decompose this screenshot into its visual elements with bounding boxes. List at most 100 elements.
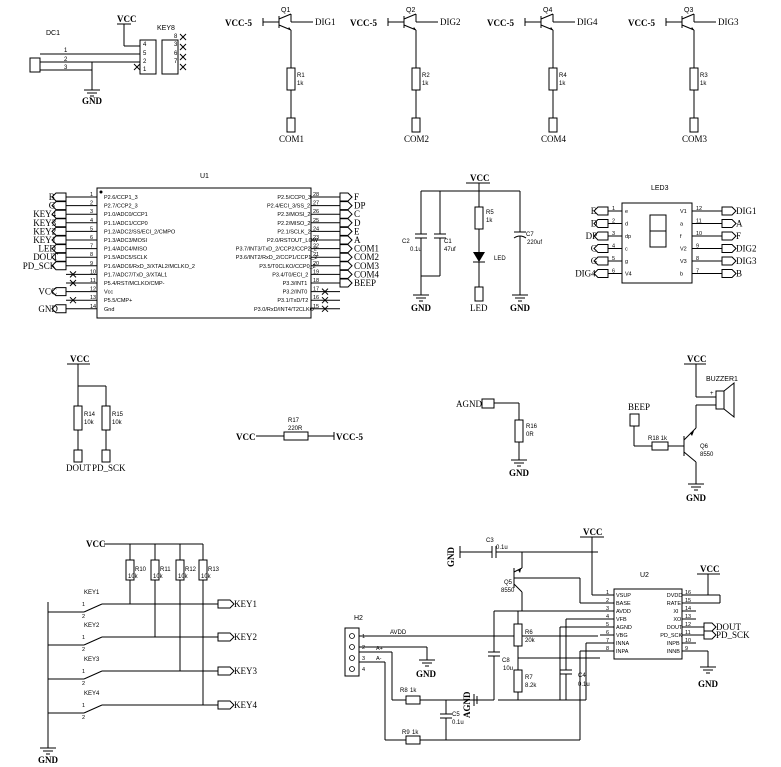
key-net-label: KEY4 bbox=[234, 700, 257, 710]
u1-left-pin-name: P2.6/CCP1_3 bbox=[104, 195, 138, 201]
c8-ref: C8 bbox=[502, 658, 510, 664]
svg-text:1: 1 bbox=[82, 669, 85, 675]
u1-right-pin-name: P3.5/T0CLKO/CCP0_2 bbox=[259, 264, 316, 270]
led3-right-net: B bbox=[736, 269, 742, 279]
c2-val: 0.1u bbox=[410, 247, 422, 253]
led3-left-net: DP bbox=[586, 231, 598, 241]
u1-right-net: COM3 bbox=[354, 261, 380, 271]
u1-left-net: VCC bbox=[38, 287, 57, 297]
u1-right-pin-num: 20 bbox=[313, 261, 319, 267]
u2-right-pin-num: 13 bbox=[685, 614, 691, 620]
h2-ref: H2 bbox=[354, 615, 363, 622]
base-resistor bbox=[286, 67, 296, 91]
pdsck-net-label: PD_SCK bbox=[92, 463, 126, 473]
resistor-ref: R2 bbox=[422, 73, 430, 79]
u1-right-pin-num: 25 bbox=[313, 218, 319, 224]
gnd-label-c3: GND bbox=[446, 547, 456, 568]
u1-left-pin-num: 3 bbox=[90, 209, 93, 215]
base-net-label: VCC-5 bbox=[487, 18, 514, 28]
resistor-val: 1k bbox=[700, 81, 707, 87]
u1-left-pin-name: P5.4/RST/MCLKO/CMP- bbox=[104, 281, 165, 287]
c5-ref: C5 bbox=[452, 712, 460, 718]
key-switch-ref: KEY4 bbox=[84, 691, 100, 697]
u1-left-pin-num: 12 bbox=[90, 287, 96, 293]
r14-resistor bbox=[73, 405, 83, 431]
led3-left-net: G bbox=[591, 256, 598, 266]
npn-icon bbox=[691, 27, 694, 30]
led3-body bbox=[621, 202, 693, 284]
key-switch-ref: KEY2 bbox=[84, 623, 100, 629]
u1-body bbox=[96, 187, 312, 319]
led-ref: LED bbox=[494, 256, 506, 262]
led-diode-icon bbox=[473, 252, 485, 262]
key-resistor-ref: R13 bbox=[208, 567, 220, 573]
u1-left-pin-name: Gnd bbox=[104, 307, 114, 313]
u2-left-pin-num: 2 bbox=[606, 598, 609, 604]
u1-left-pin-num: 14 bbox=[90, 304, 96, 310]
key8-ref: KEY8 bbox=[157, 25, 175, 32]
led3-left-pin-name: dp bbox=[625, 234, 631, 240]
r18-resistor bbox=[651, 441, 669, 451]
agnd-net-label: AGND bbox=[456, 399, 482, 409]
r5-ref: R5 bbox=[486, 210, 494, 216]
svg-text:2: 2 bbox=[362, 645, 365, 651]
q6-ref: Q6 bbox=[700, 444, 709, 450]
u1-right-pin-num: 18 bbox=[313, 278, 319, 284]
led3-right-net: A bbox=[736, 219, 743, 229]
led3-left-net: C bbox=[591, 244, 597, 254]
led3-left-pin-name: c bbox=[625, 247, 628, 253]
gnd-label-keys: GND bbox=[38, 755, 59, 765]
key8-pin8: 8 bbox=[174, 34, 178, 40]
r5-val: 1k bbox=[486, 218, 493, 224]
base-resistor bbox=[689, 67, 699, 91]
a-plus-label: A+ bbox=[376, 646, 383, 652]
u1-right-pin-name: P3.0/RxD/INT4/T2CLKO bbox=[254, 307, 315, 313]
resistor-val: 1k bbox=[559, 81, 566, 87]
q5-pnp-icon bbox=[518, 569, 521, 573]
vcc-label-buzzer: VCC bbox=[687, 354, 707, 364]
led3-left-pin-num: 4 bbox=[612, 244, 615, 250]
u2-right-pin-name: INPB bbox=[667, 641, 680, 647]
u2-left-pin-name: VBG bbox=[616, 633, 628, 639]
u1-right-pin-name: P2.3/MOSI_2 bbox=[277, 212, 310, 218]
com-net-label: COM2 bbox=[404, 134, 429, 144]
u1-left-net: B bbox=[49, 192, 55, 202]
gnd-label-filter: GND bbox=[411, 303, 432, 313]
collector-net-label: DIG2 bbox=[440, 17, 461, 27]
led3-right-net: F bbox=[736, 231, 741, 241]
u1-left-pin-num: 13 bbox=[90, 295, 96, 301]
u2-right-pin-num: 9 bbox=[685, 646, 688, 652]
agnd-label-u2: AGND bbox=[462, 691, 472, 718]
dc1-pin3: 3 bbox=[64, 65, 68, 71]
q6-val: 8550 bbox=[700, 452, 714, 458]
dc1-ref: DC1 bbox=[46, 30, 60, 37]
base-net-label: VCC-5 bbox=[350, 18, 377, 28]
key8-pin6: 6 bbox=[174, 51, 178, 57]
svg-text:1: 1 bbox=[82, 602, 85, 608]
h2-connector bbox=[344, 627, 360, 677]
buzzer-ref: BUZZER1 bbox=[706, 376, 738, 383]
led3-left-pin-name: V4 bbox=[625, 272, 632, 278]
led3-right-pin-num: 9 bbox=[696, 244, 699, 250]
u2-left-pin-num: 5 bbox=[606, 622, 609, 628]
u2-left-pin-num: 6 bbox=[606, 630, 609, 636]
base-resistor bbox=[411, 67, 421, 91]
u1-right-net: F bbox=[354, 192, 359, 202]
r16-val: 0R bbox=[526, 432, 534, 438]
dc1-body bbox=[29, 57, 41, 73]
u1-right-pin-name: P3.1/TxD/T2 bbox=[277, 298, 308, 304]
u1-left-net: GND bbox=[38, 304, 58, 314]
u1-left-net: KEY3 bbox=[33, 218, 56, 228]
u1-left-net: G bbox=[49, 201, 56, 211]
u1-right-pin-num: 21 bbox=[313, 252, 319, 258]
r6-ref: R6 bbox=[525, 630, 533, 636]
r6-resistor bbox=[513, 623, 523, 647]
u2-left-pin-num: 4 bbox=[606, 614, 609, 620]
vcc-label-keys: VCC bbox=[86, 539, 106, 549]
u2-right-pin-name: XI bbox=[673, 609, 679, 615]
